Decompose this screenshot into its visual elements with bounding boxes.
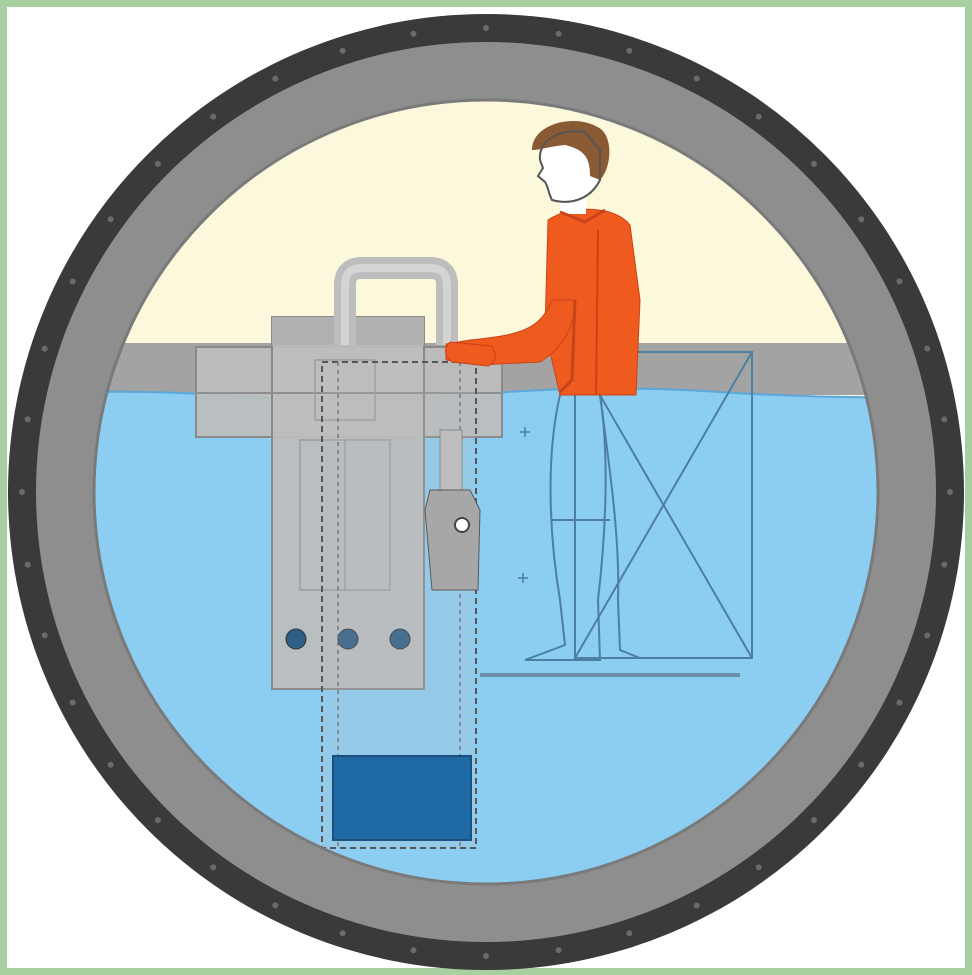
ring-bolt — [210, 864, 216, 870]
ring-bolt — [924, 632, 930, 638]
ring-bolt — [896, 700, 902, 706]
ring-bolt — [25, 416, 31, 422]
ring-bolt — [42, 346, 48, 352]
ring-bolt — [756, 114, 762, 120]
ring-bolt — [340, 48, 346, 54]
ring-bolt — [483, 25, 489, 31]
ring-bolt — [70, 700, 76, 706]
ring-bolt — [155, 161, 161, 167]
ring-bolt — [858, 762, 864, 768]
ring-bolt — [941, 416, 947, 422]
ring-bolt — [410, 31, 416, 37]
ring-bolt — [19, 489, 25, 495]
ring-bolt — [626, 48, 632, 54]
ring-bolt — [25, 562, 31, 568]
ring-bolt — [626, 930, 632, 936]
ring-bolt — [410, 947, 416, 953]
ring-bolt — [556, 31, 562, 37]
ring-bolt — [556, 947, 562, 953]
ring-bolt — [896, 278, 902, 284]
ring-bolt — [947, 489, 953, 495]
ring-bolt — [756, 864, 762, 870]
ring-bolt — [155, 817, 161, 823]
ring-bolt — [811, 161, 817, 167]
ring-bolt — [42, 632, 48, 638]
ring-bolt — [811, 817, 817, 823]
ring-bolt — [858, 216, 864, 222]
ring-bolt — [70, 278, 76, 284]
ring-bolt — [924, 346, 930, 352]
ring-bolt — [941, 562, 947, 568]
ring-bolt — [694, 902, 700, 908]
ring-bolt — [108, 762, 114, 768]
ring-bolt — [694, 76, 700, 82]
filter-media-icon — [333, 756, 471, 840]
ring-bolt — [340, 930, 346, 936]
ring-bolt — [483, 953, 489, 959]
ring-bolt — [108, 216, 114, 222]
ring-bolt — [272, 902, 278, 908]
ring-bolt — [272, 76, 278, 82]
ring-bolt — [210, 114, 216, 120]
